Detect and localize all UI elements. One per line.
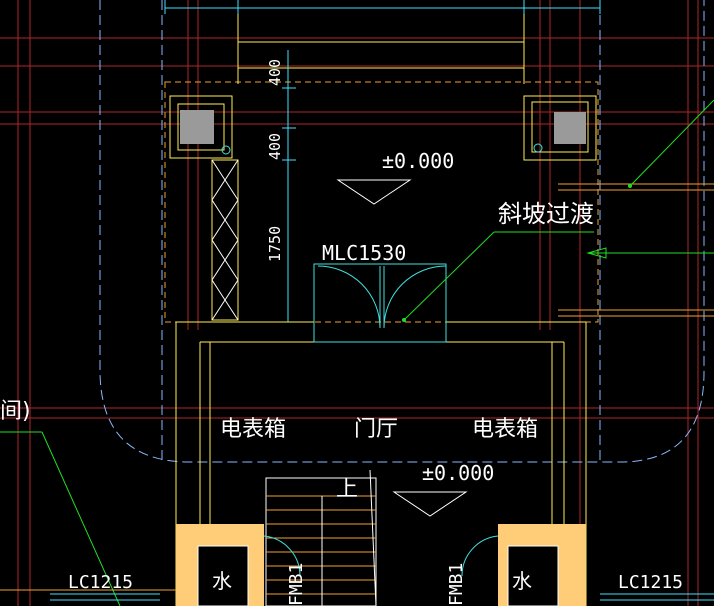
fire-door-right-arc <box>461 535 499 577</box>
water-right-label: 水 <box>512 569 532 593</box>
door-code-label: MLC1530 <box>322 241 406 265</box>
stair-up-label: 上 <box>336 477 358 502</box>
elev-mark-top <box>336 179 412 205</box>
ramp-lines-top <box>237 14 525 84</box>
column-left <box>169 95 233 159</box>
top-dimension <box>164 0 601 14</box>
dim-400-top: 400 <box>266 59 284 86</box>
slope-transition-label: 斜坡过渡 <box>498 200 594 228</box>
elev-label-bottom: ±0.000 <box>422 461 494 485</box>
meter-box-right-label: 电表箱 <box>472 417 538 442</box>
leader-dot-door <box>402 318 406 322</box>
elev-label-top: ±0.000 <box>382 149 454 173</box>
vertical-dimension <box>282 50 296 323</box>
dim-1750: 1750 <box>266 226 284 262</box>
column-right <box>523 95 597 161</box>
elev-mark-bottom <box>392 491 468 517</box>
partial-room-label: 间) <box>0 399 31 424</box>
lobby-label: 门厅 <box>354 417 398 442</box>
entry-door <box>313 263 447 343</box>
water-left-label: 水 <box>212 569 232 593</box>
fire-door-left-arc <box>263 535 301 577</box>
fire-door-right-label: FMB1 <box>446 563 467 606</box>
windows-bottom <box>0 589 714 601</box>
fire-door-left-label: FMB1 <box>286 563 307 606</box>
dim-400-mid: 400 <box>266 133 284 160</box>
leader-dot-slope <box>628 184 632 188</box>
meter-box-left-label: 电表箱 <box>220 417 286 442</box>
canopy-outline <box>164 81 599 323</box>
leader-lines <box>0 99 714 606</box>
ramp-transition <box>558 183 714 317</box>
stair <box>265 469 377 606</box>
lattice-wall <box>211 159 239 321</box>
slope-outline <box>99 0 705 463</box>
window-left-label: LC1215 <box>68 572 133 593</box>
window-right-label: LC1215 <box>618 572 683 593</box>
water-shaft-left <box>176 524 264 606</box>
water-shaft-right <box>498 524 586 606</box>
slope-arrow <box>586 247 714 259</box>
